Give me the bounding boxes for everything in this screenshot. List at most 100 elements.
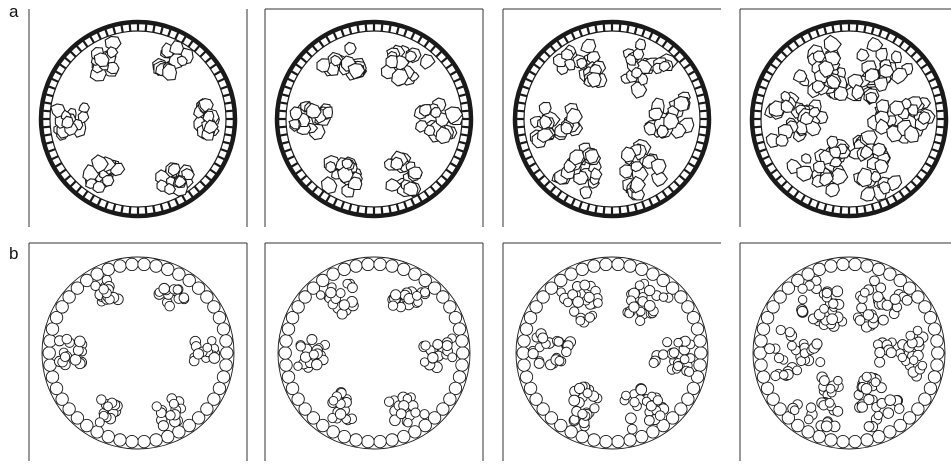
cell xyxy=(797,166,813,181)
particle xyxy=(409,426,421,438)
particle xyxy=(861,260,873,272)
particle xyxy=(757,323,769,335)
wall-cell xyxy=(64,57,71,63)
cell xyxy=(326,162,336,173)
wall-cell xyxy=(780,50,786,56)
wall-cell xyxy=(911,181,917,187)
panel-a-3 xyxy=(503,9,721,227)
particle xyxy=(102,263,114,275)
particle xyxy=(563,298,572,307)
cell xyxy=(163,64,177,80)
particle xyxy=(555,356,564,365)
particle xyxy=(336,289,345,298)
wall-cell xyxy=(441,176,448,182)
particle xyxy=(217,371,229,383)
particle xyxy=(102,430,114,442)
cell xyxy=(345,42,356,55)
particle xyxy=(691,323,703,335)
particle xyxy=(821,421,832,432)
particle xyxy=(159,283,170,294)
particle xyxy=(928,323,940,335)
particle xyxy=(834,376,843,385)
particle xyxy=(857,402,867,412)
particle xyxy=(162,430,174,442)
particle xyxy=(636,384,647,395)
particle xyxy=(220,335,232,347)
cell xyxy=(651,159,666,175)
particle xyxy=(70,354,81,365)
wall-cell xyxy=(277,127,286,128)
wall-cell xyxy=(533,169,540,174)
particle xyxy=(374,435,386,447)
wall-cell xyxy=(700,111,709,112)
panel-b-3 xyxy=(503,243,721,461)
particle xyxy=(362,435,374,447)
particle xyxy=(932,347,944,359)
particle xyxy=(890,294,900,304)
particle xyxy=(326,287,336,297)
cell xyxy=(802,154,811,163)
wall-cell xyxy=(937,127,946,128)
particle xyxy=(576,263,588,275)
cell xyxy=(826,184,840,197)
particle xyxy=(779,371,788,380)
wall-cell xyxy=(146,22,147,31)
particle xyxy=(46,371,58,383)
particle xyxy=(785,328,794,337)
particle xyxy=(680,355,689,364)
wall-cell xyxy=(906,45,912,52)
wall-cell xyxy=(556,40,561,47)
particle xyxy=(797,306,807,316)
wall-cell xyxy=(295,63,302,68)
particle xyxy=(644,416,654,426)
wall-cell xyxy=(533,63,540,68)
wall-cell xyxy=(550,45,556,52)
wall-cell xyxy=(424,191,429,198)
particle xyxy=(663,338,672,347)
particle xyxy=(217,323,229,335)
cell xyxy=(342,159,352,169)
particle xyxy=(886,348,896,358)
wall-cell xyxy=(205,57,212,63)
particle xyxy=(388,301,397,310)
cell xyxy=(620,165,633,178)
wall-cell xyxy=(921,63,928,68)
wall-cell xyxy=(911,50,917,56)
cell xyxy=(852,85,864,100)
particle xyxy=(695,347,707,359)
particle xyxy=(819,376,829,386)
particle xyxy=(685,367,694,376)
particle xyxy=(534,358,544,368)
wall-cell xyxy=(832,23,834,32)
wall-cell xyxy=(389,206,391,215)
particle xyxy=(765,344,775,354)
particle xyxy=(442,341,452,351)
particle xyxy=(282,371,294,383)
wall-cell xyxy=(121,23,123,32)
particle xyxy=(62,334,72,344)
particle xyxy=(813,263,825,275)
particle xyxy=(612,435,624,447)
particle xyxy=(573,297,584,308)
panel-a-2 xyxy=(265,9,483,227)
wall-cell xyxy=(753,134,762,136)
particle xyxy=(761,382,773,394)
wall-cell xyxy=(787,45,793,52)
wall-cell xyxy=(679,176,686,182)
particle xyxy=(898,353,907,362)
wall-cell xyxy=(538,176,545,182)
particle xyxy=(884,426,896,438)
particle xyxy=(583,389,592,398)
particle xyxy=(918,361,927,370)
wall-cell xyxy=(752,111,761,112)
particle xyxy=(600,435,612,447)
particle xyxy=(74,336,85,347)
wall-cell xyxy=(205,176,212,182)
wall-cell xyxy=(515,127,524,128)
particle xyxy=(906,331,915,340)
particle xyxy=(398,430,410,442)
particle xyxy=(636,430,648,442)
wall-cell xyxy=(516,134,525,136)
wall-cell xyxy=(662,40,667,47)
cell xyxy=(404,182,418,196)
